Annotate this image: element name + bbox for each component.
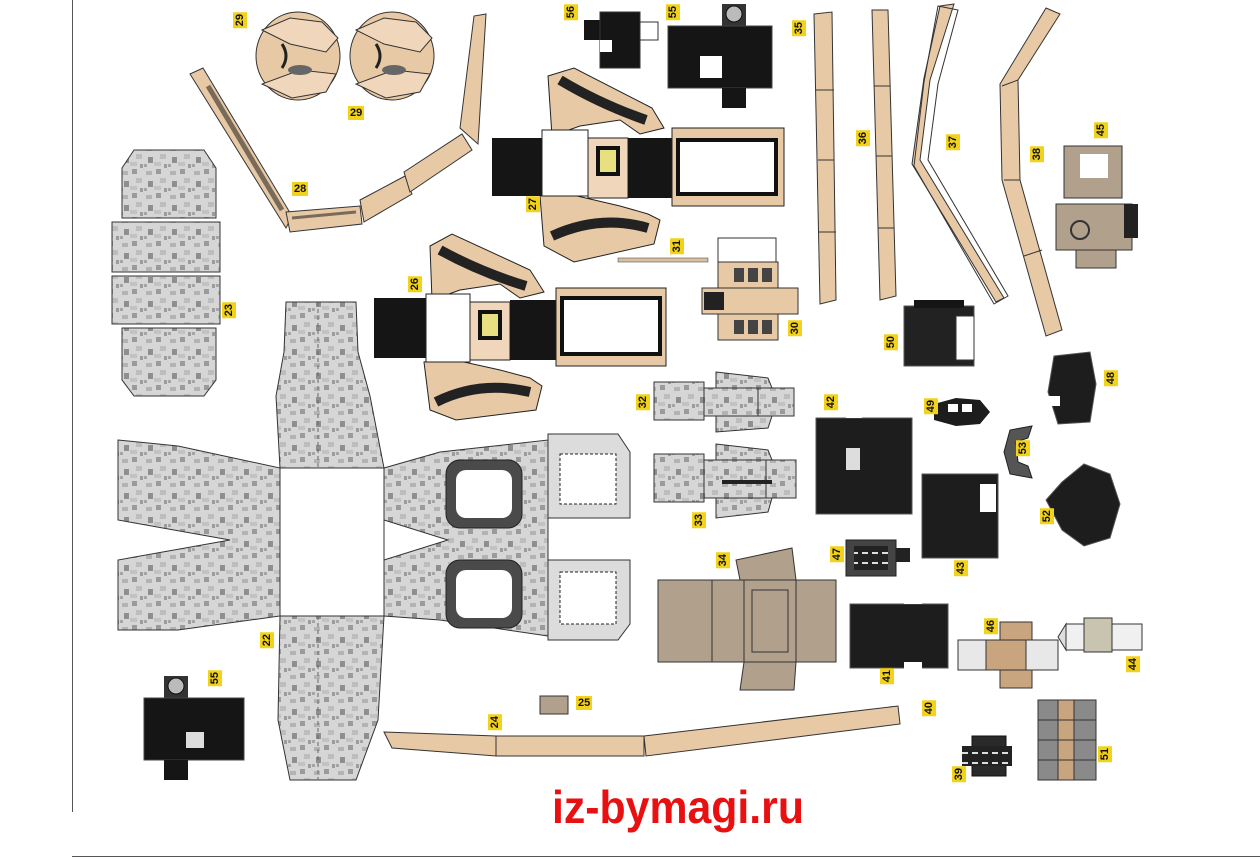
label-part-55a: 55 xyxy=(666,4,680,21)
label-part-55b: 55 xyxy=(208,670,222,687)
part-38 xyxy=(999,7,1063,337)
part-43 xyxy=(921,473,999,559)
label-part-41: 41 xyxy=(880,668,894,685)
part-25 xyxy=(539,695,569,715)
part-28 xyxy=(189,13,487,233)
part-23 xyxy=(111,149,221,397)
part-51 xyxy=(1037,699,1097,781)
part-24 xyxy=(383,705,901,757)
part-41 xyxy=(849,590,949,678)
label-part-50: 50 xyxy=(884,334,898,351)
label-part-40: 40 xyxy=(922,700,936,717)
label-part-45: 45 xyxy=(1094,122,1108,139)
label-part-42: 42 xyxy=(824,394,838,411)
label-part-33: 33 xyxy=(692,512,706,529)
part-47 xyxy=(845,539,910,577)
part-44 xyxy=(1057,617,1143,653)
label-part-56: 56 xyxy=(564,4,578,21)
label-part-46: 46 xyxy=(984,618,998,635)
label-part-51: 51 xyxy=(1098,746,1112,763)
part-52 xyxy=(1045,463,1121,547)
label-part-26: 26 xyxy=(408,276,422,293)
part-29-b xyxy=(349,11,435,101)
label-part-53: 53 xyxy=(1016,440,1030,457)
part-39 xyxy=(962,735,1012,777)
label-part-34: 34 xyxy=(716,552,730,569)
label-part-28: 28 xyxy=(292,182,309,196)
part-34 xyxy=(657,547,837,691)
label-part-52: 52 xyxy=(1040,508,1054,525)
part-36 xyxy=(871,9,897,301)
label-part-48: 48 xyxy=(1104,370,1118,387)
label-part-30: 30 xyxy=(788,320,802,337)
label-part-43: 43 xyxy=(954,560,968,577)
label-part-47: 47 xyxy=(830,546,844,563)
part-50 xyxy=(903,300,975,367)
label-part-39: 39 xyxy=(952,766,966,783)
part-49 xyxy=(934,398,990,426)
part-45 xyxy=(1055,145,1138,269)
part-29-a xyxy=(255,11,341,101)
part-26 xyxy=(374,233,667,421)
part-31 xyxy=(617,257,709,263)
label-part-23: 23 xyxy=(222,302,236,319)
label-part-25: 25 xyxy=(576,696,593,710)
label-part-35: 35 xyxy=(792,20,806,37)
part-37 xyxy=(911,3,1009,305)
part-30 xyxy=(701,237,799,341)
sheet-bottom-border xyxy=(72,856,1260,857)
label-part-31: 31 xyxy=(670,238,684,255)
label-part-29a: 29 xyxy=(233,12,247,29)
part-27 xyxy=(492,67,785,263)
part-33 xyxy=(653,443,797,519)
site-watermark: iz-bymagi.ru xyxy=(552,781,804,833)
label-part-44: 44 xyxy=(1126,656,1140,673)
label-part-27: 27 xyxy=(526,196,540,213)
label-part-38: 38 xyxy=(1030,146,1044,163)
part-32 xyxy=(653,371,795,433)
label-part-24: 24 xyxy=(488,714,502,731)
part-56 xyxy=(584,11,659,69)
label-part-49: 49 xyxy=(924,398,938,415)
part-55-top xyxy=(667,4,773,108)
label-part-37: 37 xyxy=(946,134,960,151)
label-part-22: 22 xyxy=(260,632,274,649)
sheet-left-border xyxy=(72,0,73,812)
part-42 xyxy=(815,404,913,515)
part-55-bottom xyxy=(143,676,245,780)
label-part-29b: 29 xyxy=(348,106,365,120)
part-48 xyxy=(1044,351,1097,425)
label-part-36: 36 xyxy=(856,130,870,147)
label-part-32: 32 xyxy=(636,394,650,411)
part-46 xyxy=(957,621,1059,689)
part-35 xyxy=(813,11,837,305)
part-22 xyxy=(117,301,631,781)
